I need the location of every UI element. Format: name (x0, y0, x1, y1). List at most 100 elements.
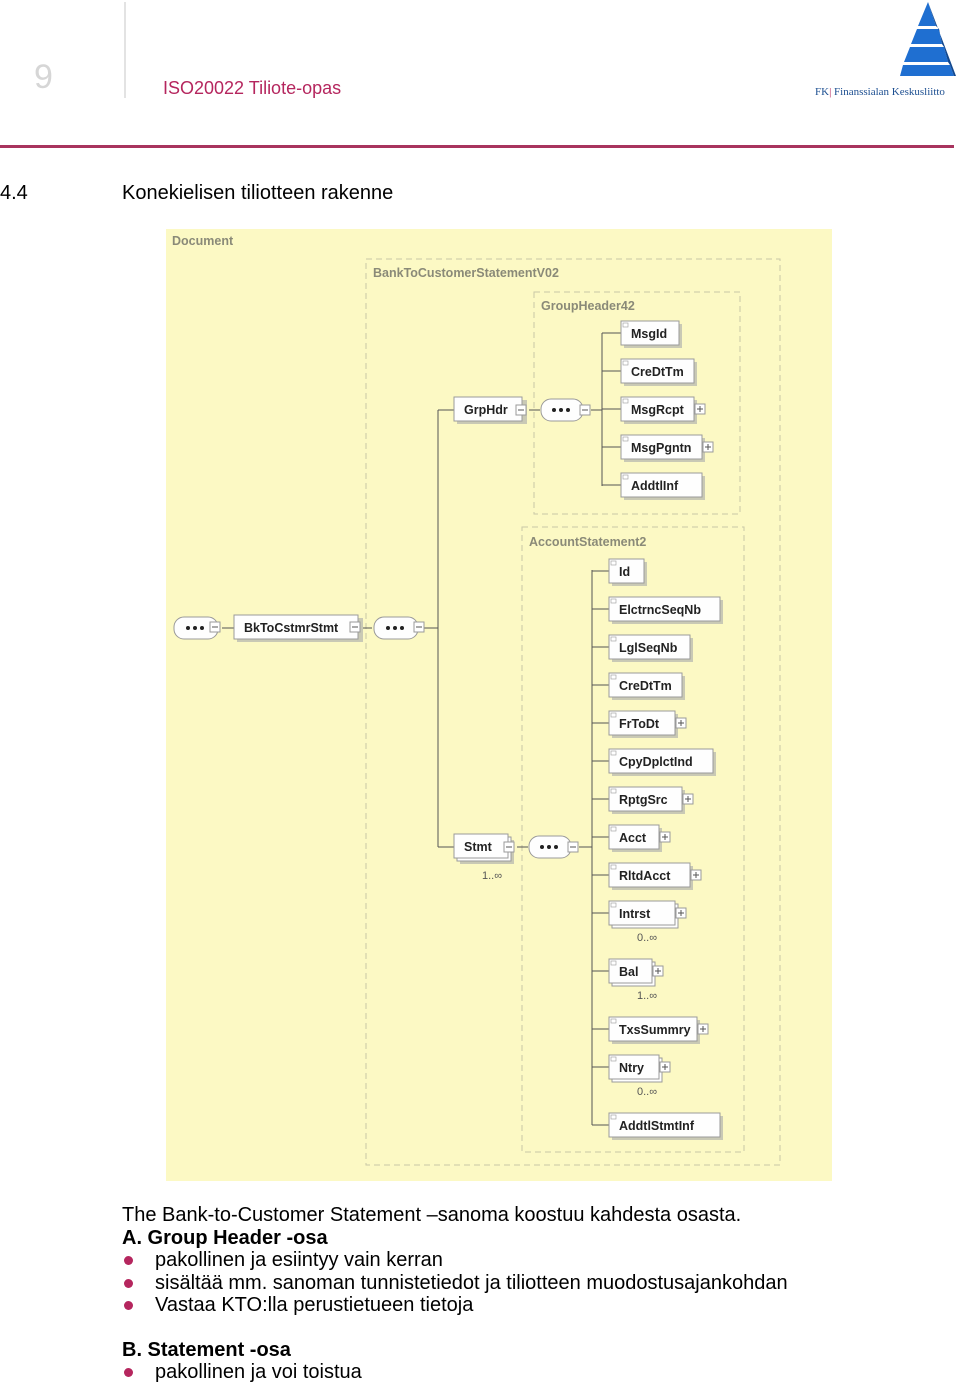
schema-element-rltdacct[interactable]: RltdAcct (608, 862, 702, 890)
part-a-item: sisältää mm. sanoman tunnistetiedot ja t… (122, 1272, 942, 1295)
part-b-list: pakollinen ja voi toistua (122, 1361, 942, 1384)
schema-element-msgid[interactable]: MsgId (620, 320, 682, 348)
attribute-marker-icon (610, 674, 617, 680)
schema-element-label: CpyDplctInd (619, 755, 693, 769)
logo-separator: | (829, 86, 832, 98)
schema-element-cpydplctind[interactable]: CpyDplctInd (608, 748, 716, 776)
schema-element-label: Acct (619, 831, 647, 845)
schema-element-label: RptgSrc (619, 793, 668, 807)
document-label: Document (172, 234, 234, 248)
schema-element-label: MsgId (631, 327, 667, 341)
group-header-type-label: GroupHeader42 (541, 299, 635, 313)
part-a-item-text: Vastaa KTO:lla perustietueen tietoja (155, 1294, 474, 1316)
schema-element-rptgsrc[interactable]: RptgSrc (608, 786, 694, 814)
part-a-heading: A. Group Header -osa (122, 1226, 328, 1249)
schema-element-ntry[interactable]: Ntry 0..∞ (608, 1054, 671, 1098)
attribute-marker-icon (622, 360, 629, 366)
header-divider (124, 2, 126, 98)
statement-ticks (592, 570, 609, 1126)
body-text: The Bank-to-Customer Statement –sanoma k… (122, 1204, 942, 1384)
schema-element-label: Id (619, 565, 630, 579)
attribute-marker-icon (610, 636, 617, 642)
schema-element-label: FrToDt (619, 717, 660, 731)
attribute-marker-icon (622, 436, 629, 442)
logo-name: Finanssialan Keskusliitto (834, 86, 945, 98)
part-a-item-text: pakollinen ja esiintyy vain kerran (155, 1249, 443, 1271)
grp-hdr-element-box[interactable]: GrpHdr (453, 396, 527, 424)
attribute-marker-icon (622, 322, 629, 328)
attribute-marker-icon (610, 788, 617, 794)
attribute-marker-icon (610, 826, 617, 832)
schema-element-lglseqnb[interactable]: LglSeqNb (608, 634, 693, 662)
root-sequence-left-icon[interactable] (173, 616, 221, 640)
schema-element-label: CreDtTm (631, 365, 684, 379)
part-b-item: pakollinen ja voi toistua (122, 1361, 942, 1384)
schema-element-frtodt[interactable]: FrToDt (608, 710, 687, 738)
schema-element-label: Ntry (619, 1061, 644, 1075)
attribute-marker-icon (610, 1114, 617, 1120)
intro-paragraph: The Bank-to-Customer Statement –sanoma k… (122, 1204, 742, 1226)
attribute-marker-icon (610, 1018, 617, 1024)
schema-element-label: MsgRcpt (631, 403, 685, 417)
attribute-marker-icon (610, 902, 617, 908)
schema-element-label: AddtlInf (631, 479, 679, 493)
fk-pyramid-logo-icon (900, 2, 956, 76)
schema-element-acct[interactable]: Acct (608, 824, 671, 852)
attribute-marker-icon (622, 398, 629, 404)
part-a-item: pakollinen ja esiintyy vain kerran (122, 1249, 942, 1272)
attribute-marker-icon (610, 598, 617, 604)
schema-element-credttm[interactable]: CreDtTm (608, 672, 685, 700)
schema-element-txssummry[interactable]: TxsSummry (608, 1016, 709, 1044)
paragraph-gap (122, 1317, 942, 1339)
element-multiplicity: 0..∞ (637, 1086, 657, 1098)
grp-hdr-label: GrpHdr (464, 403, 508, 417)
attribute-marker-icon (610, 864, 617, 870)
attribute-marker-icon (610, 712, 617, 718)
logo-wordmark: FK| Finanssialan Keskusliitto (815, 86, 945, 98)
root-element-label: BkToCstmrStmt (244, 621, 339, 635)
statement-type-label: BankToCustomerStatementV02 (373, 266, 559, 280)
schema-element-label: RltdAcct (619, 869, 671, 883)
schema-element-elctrncseqnb[interactable]: ElctrncSeqNb (608, 596, 723, 624)
schema-element-label: AddtlStmtInf (619, 1119, 695, 1133)
statement-sequence-icon[interactable] (528, 835, 579, 859)
schema-element-label: MsgPgntn (631, 441, 691, 455)
root-sequence-right-icon[interactable] (373, 616, 425, 640)
account-statement-type-group (521, 526, 745, 1153)
attribute-marker-icon (610, 1056, 617, 1062)
header-rule (0, 145, 954, 148)
schema-element-label: LglSeqNb (619, 641, 678, 655)
element-multiplicity: 1..∞ (637, 990, 657, 1002)
attribute-marker-icon (610, 560, 617, 566)
part-b-item-text: pakollinen ja voi toistua (155, 1361, 362, 1383)
schema-element-msgpgntn[interactable]: MsgPgntn (620, 434, 714, 462)
schema-element-addtlinf[interactable]: AddtlInf (620, 472, 705, 500)
part-b-heading: B. Statement -osa (122, 1338, 291, 1361)
diagram-background (166, 229, 832, 1181)
bullet-icon (124, 1301, 133, 1310)
schema-element-addtlstmtinf[interactable]: AddtlStmtInf (608, 1112, 723, 1140)
schema-element-label: Intrst (619, 907, 651, 921)
schema-element-id[interactable]: Id (608, 558, 647, 586)
schema-element-msgrcpt[interactable]: MsgRcpt (620, 396, 706, 424)
part-a-item-text: sisältää mm. sanoman tunnistetiedot ja t… (155, 1271, 788, 1294)
schema-element-label: ElctrncSeqNb (619, 603, 701, 617)
part-a-item: Vastaa KTO:lla perustietueen tietoja (122, 1294, 942, 1317)
document-title: ISO20022 Tiliote-opas (163, 78, 342, 98)
stmt-element-box[interactable]: Stmt 1..∞ (453, 833, 515, 882)
section-number: 4.4 (0, 182, 28, 204)
bullet-icon (124, 1278, 133, 1288)
schema-element-credttm[interactable]: CreDtTm (620, 358, 697, 386)
attribute-marker-icon (622, 474, 629, 480)
group-header-ticks (602, 332, 621, 486)
schema-element-label: CreDtTm (619, 679, 672, 693)
section-title: Konekielisen tiliotteen rakenne (122, 182, 394, 204)
connector-lines (222, 333, 603, 1125)
schema-element-label: TxsSummry (619, 1023, 691, 1037)
root-element-box[interactable]: BkToCstmrStmt (233, 614, 363, 642)
group-header-sequence-icon[interactable] (540, 398, 591, 422)
